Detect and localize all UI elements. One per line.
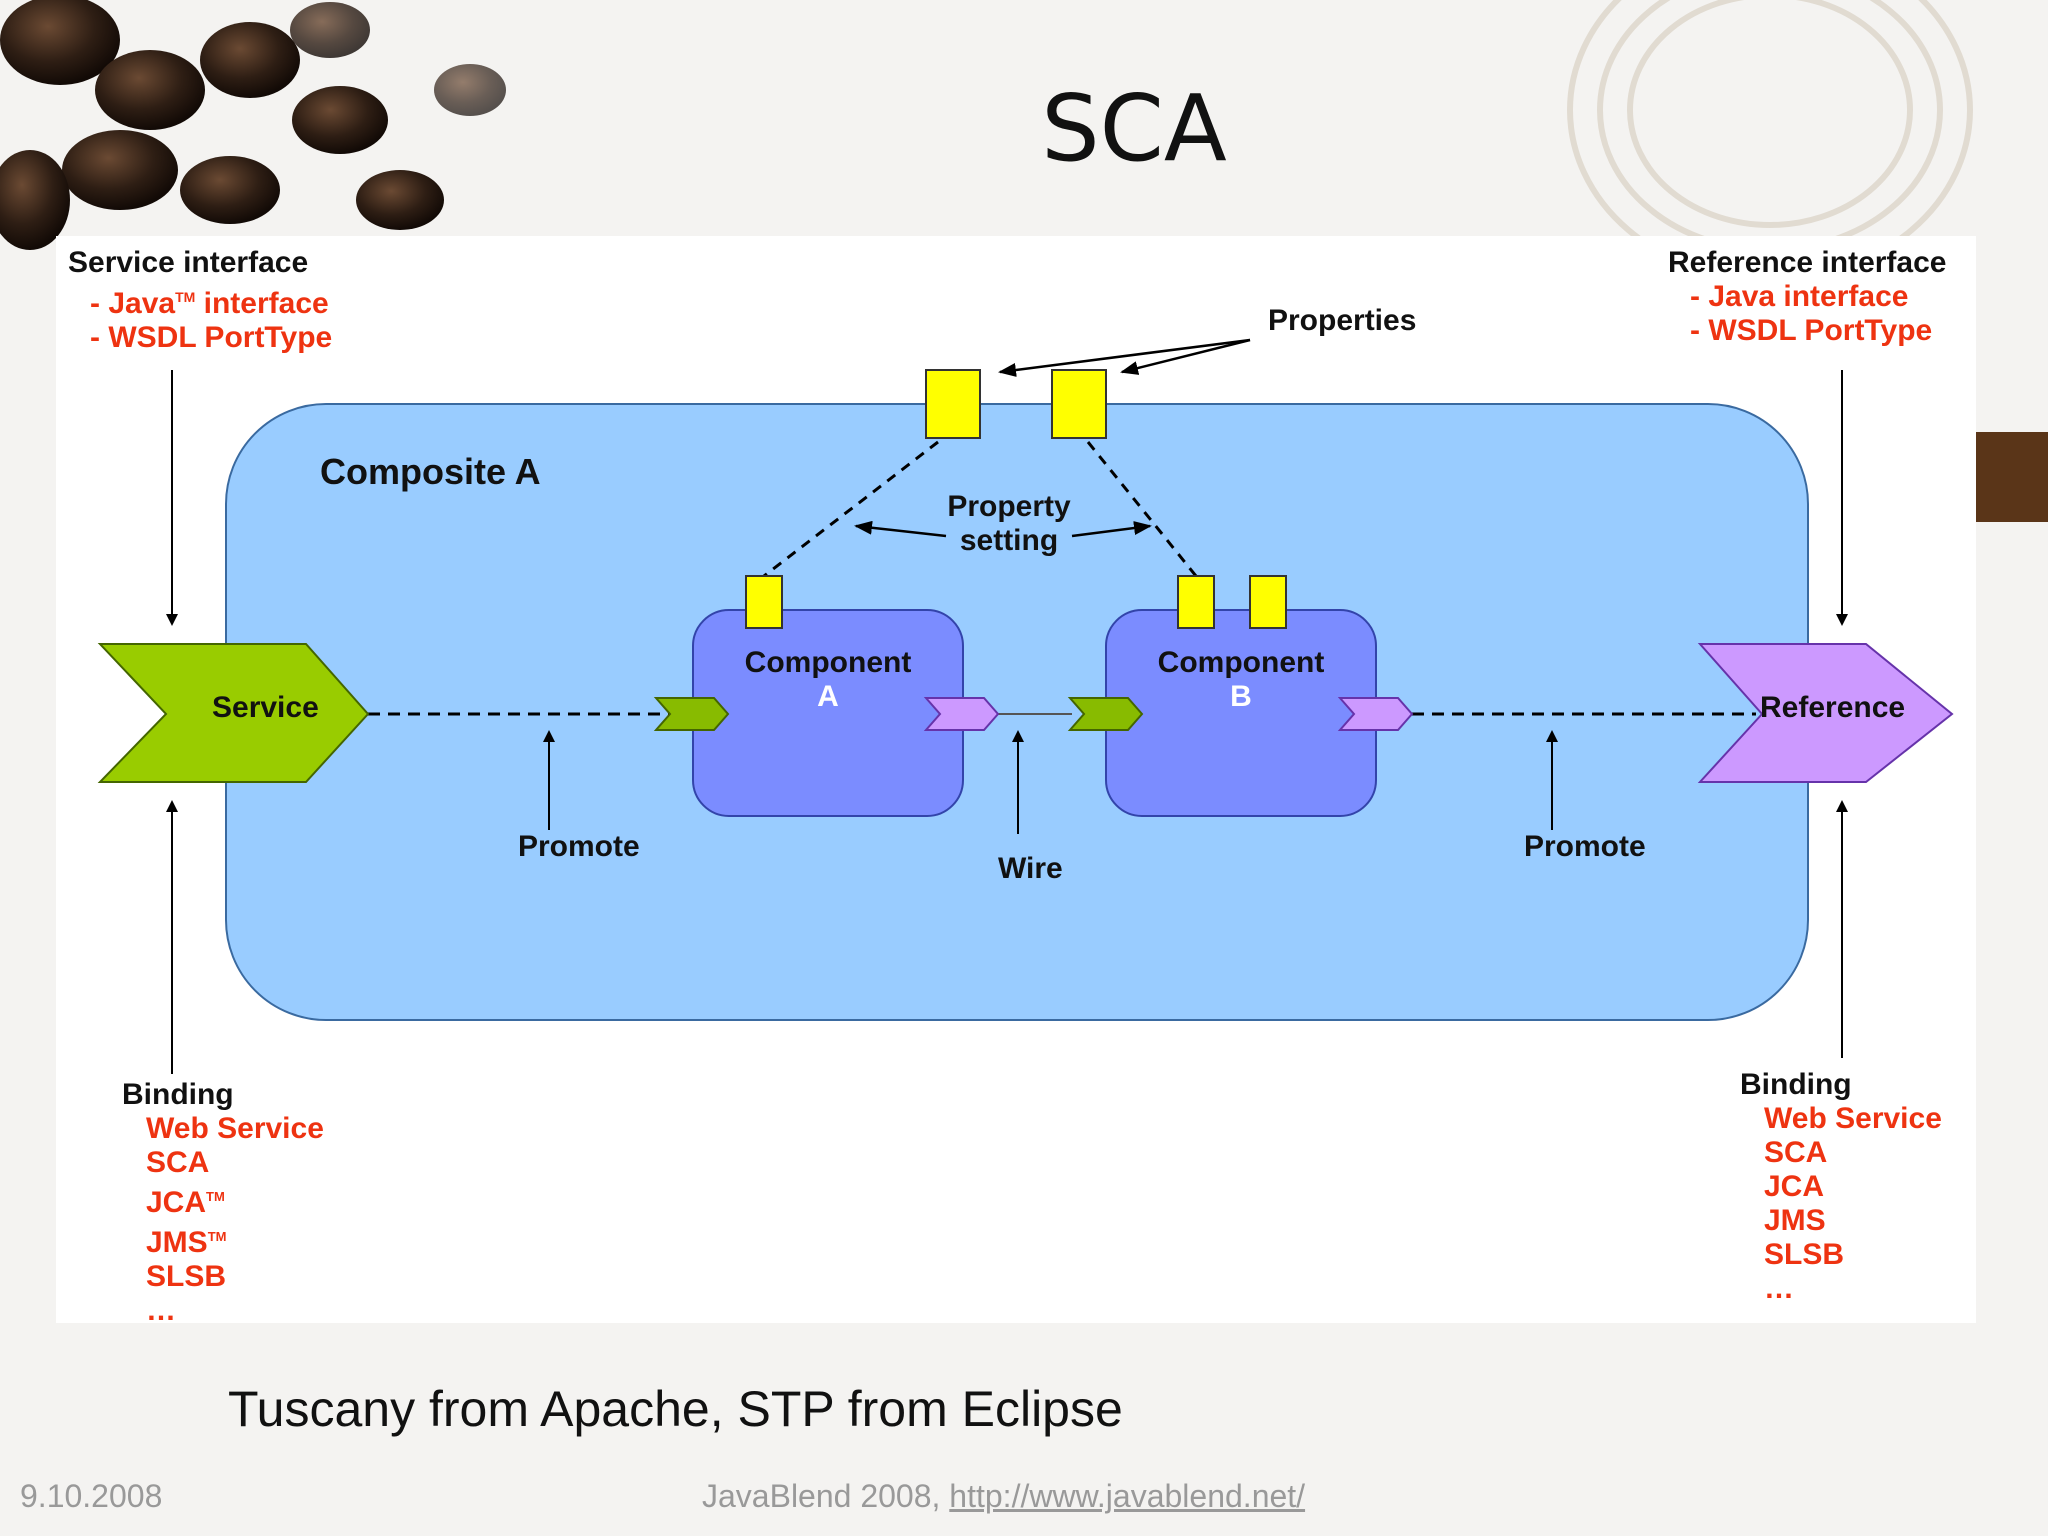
property-link-a [763, 440, 939, 578]
properties-label: Properties [1268, 304, 1417, 337]
properties-arrow-1 [998, 338, 1251, 377]
footer-date: 9.10.2008 [20, 1478, 163, 1514]
binding-left-item: Web Service [146, 1112, 324, 1145]
binding-left-item: … [146, 1294, 176, 1327]
reference-chevron [1697, 643, 1954, 783]
reference-interface-heading: Reference interface [1668, 246, 1947, 279]
reference-interface-wsdl: - WSDL PortType [1690, 314, 1933, 347]
binding-right-heading: Binding [1740, 1068, 1852, 1101]
composite-property-2 [1051, 369, 1107, 439]
property-setting-arrow-left [854, 520, 947, 538]
slide-subtitle: Tuscany from Apache, STP from Eclipse [228, 1381, 1123, 1437]
component-a-letter: A [817, 680, 839, 713]
decorative-bar [1976, 432, 2048, 522]
binding-right-item: … [1764, 1272, 1794, 1305]
service-label: Service [212, 691, 319, 724]
property-setting-line-1: Property [947, 490, 1071, 523]
binding-right-item: Web Service [1764, 1102, 1942, 1135]
component-b-property-1 [1177, 575, 1215, 629]
binding-left-jca: JCA [146, 1186, 207, 1219]
footer-link[interactable]: http://www.javablend.net/ [949, 1478, 1306, 1514]
component-b-letter: B [1230, 680, 1252, 713]
sca-diagram-panel: Service interface - JavaTM interface - W… [56, 236, 1976, 1327]
property-setting-label: Property setting [936, 490, 1082, 558]
component-a-reference-port [923, 697, 1000, 731]
sca-diagram [97, 338, 1954, 1074]
binding-right-item: SCA [1764, 1136, 1828, 1169]
binding-left-jms: JMS [146, 1226, 208, 1259]
service-interface-java-suffix: interface [195, 287, 329, 320]
service-interface-heading: Service interface [68, 246, 309, 279]
binding-left-heading: Binding [122, 1078, 234, 1111]
component-a-property [745, 575, 783, 629]
reference-label: Reference [1760, 691, 1906, 724]
footer-credit: JavaBlend 2008, http://www.javablend.net… [702, 1478, 1305, 1515]
composite-property-1 [925, 369, 981, 439]
component-a-name: Component [744, 646, 912, 679]
reference-interface-label: Reference interface - Java interface - W… [1668, 246, 1946, 348]
property-setting-line-2: setting [959, 524, 1059, 557]
binding-left-item: SCA [146, 1146, 210, 1179]
reference-interface-java: - Java interface [1690, 280, 1909, 313]
binding-left-item: SLSB [146, 1260, 227, 1293]
binding-right-item: JCA [1764, 1170, 1825, 1203]
component-b-service-port [1067, 697, 1144, 731]
service-chevron [97, 643, 370, 783]
properties-arrow-2 [1120, 338, 1251, 375]
service-interface-label: Service interface - JavaTM interface - W… [68, 246, 332, 355]
binding-left-item: JMSTM [122, 1220, 324, 1260]
binding-left-item: JCATM [122, 1180, 324, 1220]
wire-label: Wire [998, 852, 1063, 885]
composite-label: Composite A [320, 451, 541, 492]
service-interface-java: - JavaTM interface [68, 280, 332, 321]
binding-right-item: SLSB [1764, 1238, 1845, 1271]
binding-right-label: Binding Web Service SCA JCA JMS SLSB … [1740, 1068, 1942, 1306]
binding-right-item: JMS [1764, 1204, 1826, 1237]
footer-prefix: JavaBlend 2008, [702, 1478, 950, 1514]
binding-left-label: Binding Web Service SCA JCATM JMSTM SLSB… [122, 1078, 324, 1328]
component-a-label: Component A [693, 646, 963, 714]
component-b-name: Component [1157, 646, 1325, 679]
component-b-property-2 [1249, 575, 1287, 629]
coffee-beans-image [0, 0, 506, 250]
service-interface-java-text: - Java [90, 287, 176, 320]
slide-title: SCA [1041, 75, 1227, 182]
tm-mark: TM [175, 289, 196, 305]
property-setting-arrow-right [1071, 521, 1152, 538]
tm-mark: TM [207, 1229, 227, 1244]
service-interface-wsdl: - WSDL PortType [90, 321, 333, 354]
component-b-reference-port [1337, 697, 1414, 731]
component-a-service-port [653, 697, 730, 731]
promote-left-label: Promote [518, 830, 640, 863]
component-b-label: Component B [1106, 646, 1376, 714]
tm-mark: TM [206, 1189, 225, 1204]
promote-right-label: Promote [1524, 830, 1646, 863]
